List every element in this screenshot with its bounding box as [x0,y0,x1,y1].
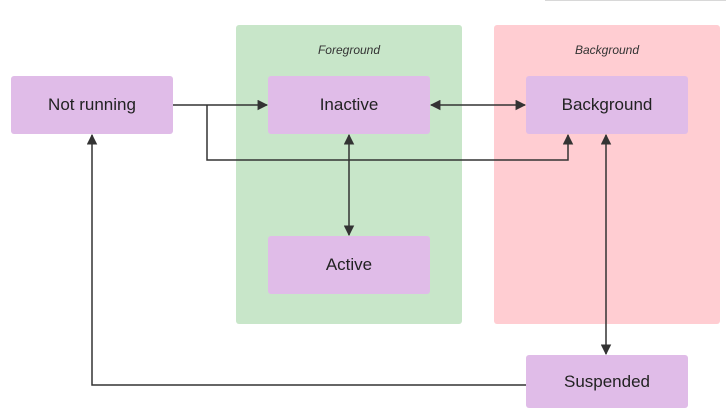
background-region: Background [494,25,720,324]
top-edge-divider [545,0,726,1]
state-not-running-label: Not running [48,95,136,114]
state-inactive: Inactive [268,76,430,134]
state-inactive-label: Inactive [319,95,379,114]
state-background-label: Background [561,95,653,114]
state-active-label: Active [325,255,373,274]
state-background: Background [526,76,688,134]
state-suspended-label: Suspended [563,371,651,391]
foreground-region-label: Foreground [317,43,381,57]
state-not-running: Not running [11,76,173,134]
state-suspended: Suspended [526,355,688,408]
state-active: Active [268,236,430,294]
background-region-label: Background [574,43,640,57]
